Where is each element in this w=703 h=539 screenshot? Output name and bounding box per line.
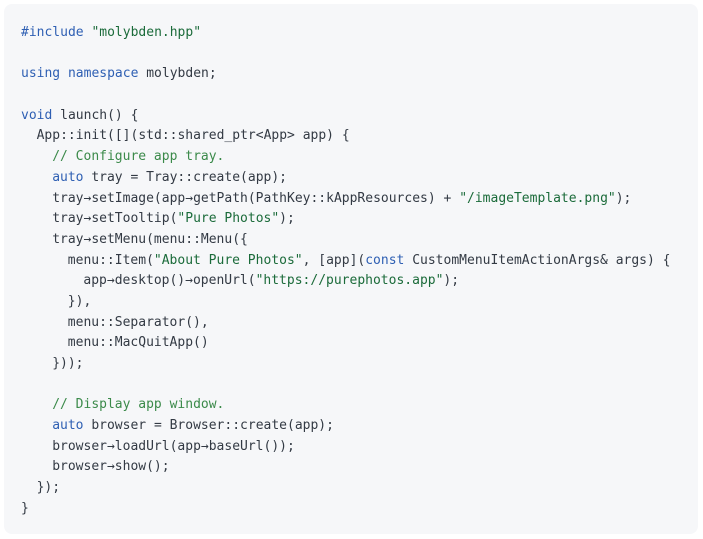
code-line: ​ — [21, 85, 698, 106]
code-token: // Display app window. — [52, 397, 225, 413]
code-token: , [app]( — [302, 252, 366, 268]
code-token: "/imageTemplate.png" — [459, 190, 616, 206]
code-line: menu::Item("About Pure Photos", [app](co… — [21, 251, 698, 272]
code-line: ​ — [21, 44, 698, 65]
code-token: App::init([](std::shared_ptr<App> app) { — [36, 128, 350, 144]
code-token: tray = Tray::create(app); — [91, 169, 287, 185]
code-line: })); — [21, 354, 698, 375]
code-token: app→desktop()→openUrl( — [83, 273, 256, 289]
code-token: tray→setMenu(menu::Menu({ — [52, 231, 248, 247]
code-line: }), — [21, 292, 698, 313]
code-line: // Configure app tray. — [21, 147, 698, 168]
code-token: molybden; — [146, 66, 217, 82]
code-token: browser→loadUrl(app→baseUrl()); — [52, 438, 295, 454]
code-line: // Display app window. — [21, 395, 698, 416]
code-token: menu::MacQuitApp() — [67, 335, 209, 351]
code-token: auto — [52, 169, 92, 185]
code-token: }), — [67, 293, 92, 309]
code-token: // Configure app tray. — [52, 149, 225, 165]
code-line: } — [21, 499, 698, 520]
code-token: "About Pure Photos" — [153, 252, 303, 268]
code-line: void launch() { — [21, 106, 698, 127]
code-line: tray→setTooltip("Pure Photos"); — [21, 209, 698, 230]
code-token: tray→setImage(app→getPath(PathKey::kAppR… — [52, 190, 460, 206]
code-line: auto browser = Browser::create(app); — [21, 416, 698, 437]
code-token: menu::Separator(), — [67, 314, 209, 330]
code-line: menu::MacQuitApp() — [21, 333, 698, 354]
code-line: auto tray = Tray::create(app); — [21, 168, 698, 189]
code-line: }); — [21, 478, 698, 499]
code-line: menu::Separator(), — [21, 313, 698, 334]
code-token: void — [21, 107, 61, 123]
code-token: const — [365, 252, 413, 268]
code-token: }); — [36, 480, 61, 496]
code-token: auto — [52, 418, 92, 434]
code-token: ); — [615, 190, 632, 206]
code-line: app→desktop()→openUrl("https://purephoto… — [21, 271, 698, 292]
code-line: tray→setMenu(menu::Menu({ — [21, 230, 698, 251]
code-token: "https://purephotos.app" — [255, 273, 444, 289]
code-line: using namespace molybden; — [21, 64, 698, 85]
code-token: "molybden.hpp" — [91, 25, 202, 40]
code-token: ); — [443, 273, 460, 289]
code-line: App::init([](std::shared_ptr<App> app) { — [21, 126, 698, 147]
code-token: browser→show(); — [52, 459, 170, 475]
code-line: browser→loadUrl(app→baseUrl()); — [21, 437, 698, 458]
code-token: using namespace — [21, 66, 147, 82]
code-token: #include — [21, 25, 92, 40]
code-token: browser = Browser::create(app); — [91, 418, 334, 434]
code-token: ); — [279, 211, 295, 227]
code-token: menu::Item( — [67, 252, 154, 268]
code-line: browser→show(); — [21, 457, 698, 478]
code-lines: #include "molybden.hpp"​using namespace … — [21, 23, 698, 520]
code-line: #include "molybden.hpp" — [21, 23, 698, 44]
code-token: "Pure Photos" — [177, 211, 280, 227]
code-token: } — [21, 500, 29, 516]
code-token: })); — [52, 356, 84, 371]
code-line: tray→setImage(app→getPath(PathKey::kAppR… — [21, 189, 698, 210]
code-token: launch() { — [60, 107, 139, 123]
code-block: #include "molybden.hpp"​using namespace … — [4, 4, 698, 534]
code-token: tray→setTooltip( — [52, 211, 178, 227]
code-token: CustomMenuItemActionArgs& args) { — [412, 252, 671, 268]
code-line: ​ — [21, 375, 698, 396]
